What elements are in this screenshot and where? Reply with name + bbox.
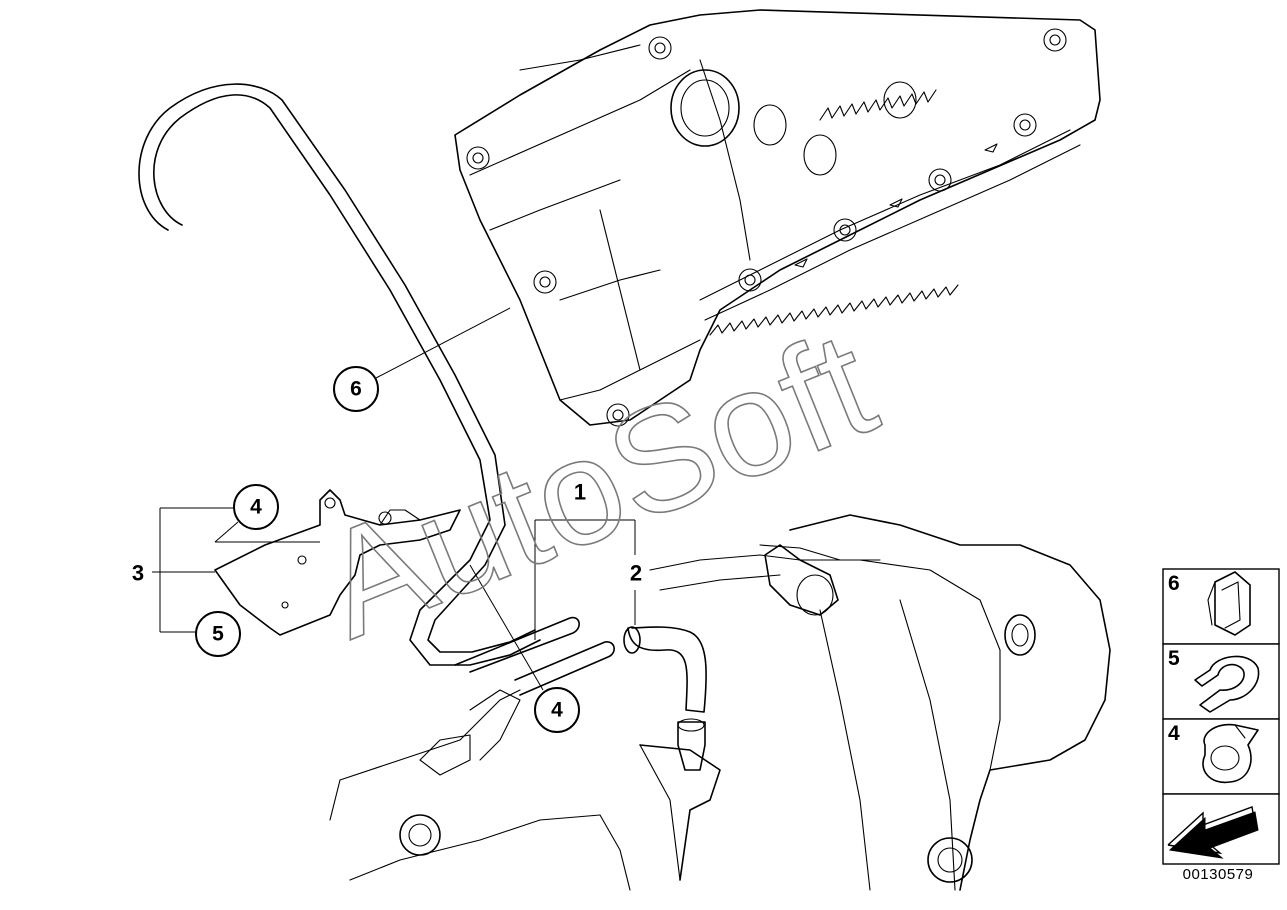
callout-5: 5	[195, 611, 241, 657]
callout-4-top: 4	[233, 484, 279, 530]
bolt-heads	[466, 28, 1067, 427]
callout-4-top-text: 4	[250, 496, 262, 519]
callout-5-text: 5	[212, 623, 224, 646]
label-2: 2	[630, 561, 642, 586]
clip-6-icon	[1207, 571, 1251, 636]
cylinder-head-cover	[454, 9, 1101, 427]
legend-5-number: 5	[1168, 647, 1180, 670]
clip-5-icon	[1194, 655, 1260, 713]
engine-block	[329, 514, 1111, 891]
callout-6-text: 6	[350, 378, 362, 401]
vent-hose	[138, 83, 541, 666]
legend-panels: 6 5 4	[1162, 568, 1280, 865]
label-3: 3	[132, 561, 144, 586]
orientation-arrow-icon	[1167, 806, 1259, 859]
label-1: 1	[574, 480, 586, 505]
elbow-hose	[623, 626, 707, 713]
callout-6: 6	[333, 366, 379, 412]
mounting-bracket	[214, 489, 461, 636]
leader-lines	[152, 307, 636, 691]
short-hoses	[454, 616, 615, 696]
legend-6-number: 6	[1168, 572, 1180, 595]
legend-4-number: 4	[1168, 722, 1180, 745]
callout-4-bottom: 4	[534, 687, 580, 733]
document-number: 00130579	[1182, 866, 1254, 883]
clip-4-icon	[1202, 723, 1259, 784]
watermark: AutoSoft	[299, 298, 895, 669]
callout-4-bottom-text: 4	[551, 699, 563, 722]
